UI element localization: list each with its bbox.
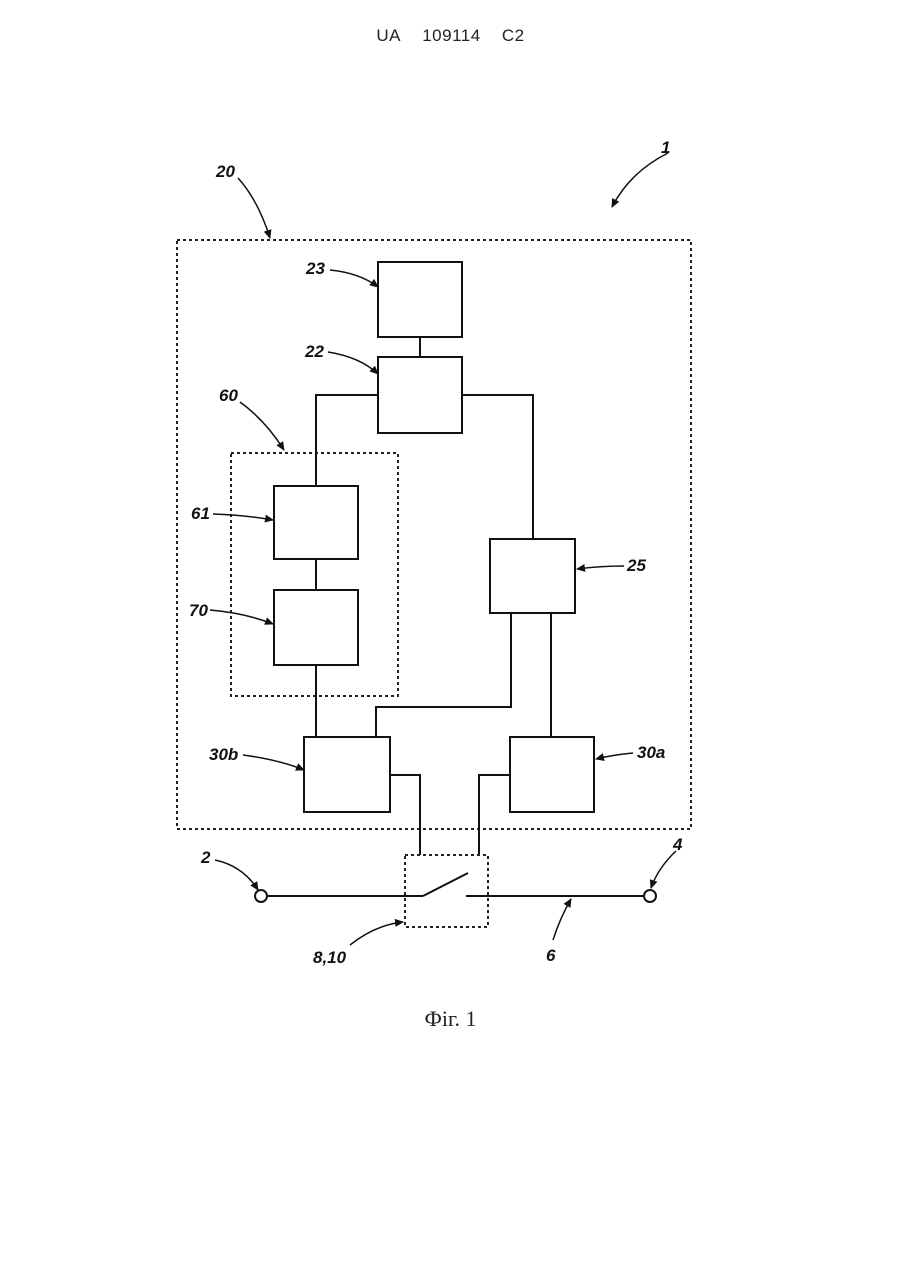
leader-60 [240, 402, 284, 450]
leader-4 [651, 851, 676, 888]
ref-23: 23 [305, 259, 325, 278]
ref-30a: 30a [637, 743, 665, 762]
leader-1 [612, 153, 668, 207]
terminal-4 [644, 890, 656, 902]
leader-6 [553, 899, 571, 940]
wire-30a-switch [479, 775, 510, 855]
switch-contact [423, 873, 468, 896]
leader-20 [238, 178, 270, 238]
ref-30b: 30b [209, 745, 238, 764]
wire-22-61 [316, 395, 378, 486]
leader-25 [577, 566, 624, 569]
ref-4: 4 [672, 835, 683, 854]
block-30b [304, 737, 390, 812]
ref-70: 70 [189, 601, 208, 620]
leader-23 [330, 270, 378, 287]
ref-61: 61 [191, 504, 210, 523]
ref-20: 20 [215, 162, 235, 181]
ref-2: 2 [200, 848, 211, 867]
ref-22: 22 [304, 342, 324, 361]
leader-8-10 [350, 922, 403, 945]
terminal-2 [255, 890, 267, 902]
wire-25-30b [376, 613, 511, 737]
block-70 [274, 590, 358, 665]
block-30a [510, 737, 594, 812]
ref-1: 1 [661, 138, 670, 157]
leader-30b [243, 755, 304, 770]
ref-60: 60 [219, 386, 238, 405]
ref-25: 25 [626, 556, 646, 575]
leader-22 [328, 352, 378, 374]
leader-2 [215, 860, 258, 890]
figure-caption: Фіг. 1 [0, 1006, 901, 1032]
ref-8-10: 8,10 [313, 948, 347, 967]
switch-8-10-boundary [405, 855, 488, 927]
leader-70 [210, 610, 273, 624]
block-61 [274, 486, 358, 559]
block-22 [378, 357, 462, 433]
block-23 [378, 262, 462, 337]
wire-30b-switch [390, 775, 420, 855]
ref-6: 6 [546, 946, 556, 965]
block-25 [490, 539, 575, 613]
leader-61 [213, 514, 273, 520]
leader-30a [596, 753, 633, 759]
wire-22-25 [461, 395, 533, 539]
